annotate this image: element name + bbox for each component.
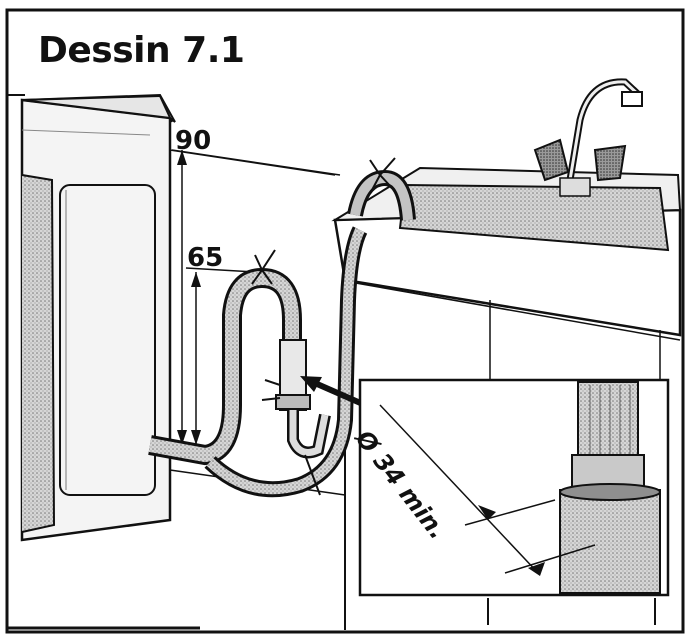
outer-border [5,8,685,634]
detail-inset [358,378,670,597]
height-label-65: 65 [187,243,224,273]
drain-hose [148,226,368,498]
inset-pipe [559,489,661,594]
height-label-90: 90 [175,126,212,156]
tap-handle-right [593,144,627,182]
figure-title: Dessin 7.1 [38,30,245,71]
faucet [533,78,643,197]
dimension-65-marker [185,267,256,445]
siphon-trap [261,339,331,496]
dimension-90-marker [171,149,341,445]
sink-cabinet [331,166,682,630]
machine-door-panel [59,184,156,496]
washing-machine [20,93,176,542]
sink-hose-hook [347,157,416,221]
tap-handle-left [533,138,570,182]
detail-callout-arrow [300,376,367,408]
